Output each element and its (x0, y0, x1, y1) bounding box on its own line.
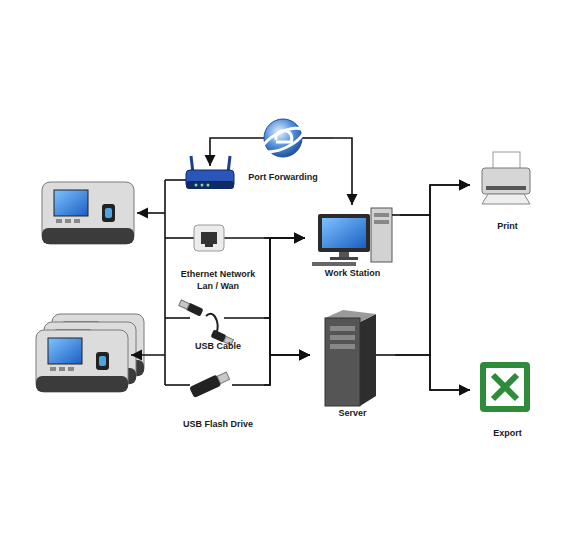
excel-x (493, 375, 517, 399)
keyboard (312, 262, 356, 266)
connector-arrow (264, 238, 305, 318)
icon-node: Ethernet Network Lan / Wan (172, 222, 264, 292)
connector-arrow (400, 215, 470, 390)
ethernet-port (201, 232, 217, 244)
excel-icon (480, 362, 530, 412)
server-bay (330, 326, 355, 331)
connector-arrow (400, 185, 470, 215)
arrow-line (210, 138, 264, 166)
monitor-screen (322, 218, 366, 248)
wire (224, 317, 264, 319)
node-caption: USB Cable (172, 340, 264, 352)
icon-node: USB Cable (172, 300, 264, 352)
icon-node: USB Flash Drive (172, 368, 264, 430)
connector-arrow (264, 238, 305, 385)
pc-drive (374, 220, 389, 224)
connector-arrow (264, 355, 310, 385)
attendance-terminal (42, 182, 134, 244)
server-side (360, 314, 376, 406)
globe-mark (276, 130, 292, 142)
attendance-terminal (36, 330, 128, 392)
wire (302, 137, 333, 139)
server-bay (330, 344, 355, 349)
usb-plug-tip (179, 300, 190, 309)
connector-arrow (264, 237, 305, 239)
flash-drive-body (189, 374, 221, 398)
icon-node: Port Forwarding (233, 112, 333, 183)
connector-arrow (264, 238, 310, 355)
pc-drive (374, 213, 389, 217)
node-caption: Work Station (305, 267, 400, 279)
icon-node: Export (470, 355, 545, 439)
excel-sheet (486, 368, 524, 406)
router-led (207, 184, 210, 187)
icon-node: Server (310, 308, 395, 419)
printer-body (482, 168, 530, 194)
icon-node: Print (470, 150, 545, 232)
router-led (195, 184, 198, 187)
arrow-line (131, 354, 165, 356)
wire (376, 354, 395, 356)
ethernet-icon (194, 225, 224, 251)
wire (165, 237, 194, 239)
connector-arrow (395, 355, 470, 390)
node-caption: Port Forwarding (233, 171, 333, 183)
icon-node: Work Station (305, 205, 400, 279)
globe-swoosh (260, 123, 307, 156)
node-caption: Export (470, 427, 545, 439)
router-front (186, 181, 234, 189)
ethernet-port (205, 244, 213, 247)
node-caption: Ethernet Network Lan / Wan (172, 268, 264, 292)
wire (165, 179, 186, 181)
wire (165, 384, 190, 386)
wire (392, 214, 400, 216)
router-body (186, 170, 234, 188)
monitor (318, 214, 370, 252)
flash-drive-tip (217, 372, 229, 383)
wire (165, 317, 190, 319)
node-caption: Server (310, 407, 395, 419)
server-front (325, 318, 360, 406)
connector-arrow (333, 138, 352, 205)
server-bay (330, 335, 355, 340)
connector-arrow (395, 185, 470, 355)
router-led (201, 184, 204, 187)
arrow-line (137, 212, 165, 214)
printer-tray (482, 194, 530, 204)
printer-slot (486, 186, 526, 190)
node-caption: USB Flash Drive (172, 418, 264, 430)
wire (232, 384, 264, 386)
wire (224, 237, 264, 239)
connector-arrow (264, 318, 310, 355)
node-caption: Print (470, 220, 545, 232)
monitor-base (330, 257, 358, 260)
pc-tower (371, 208, 392, 262)
